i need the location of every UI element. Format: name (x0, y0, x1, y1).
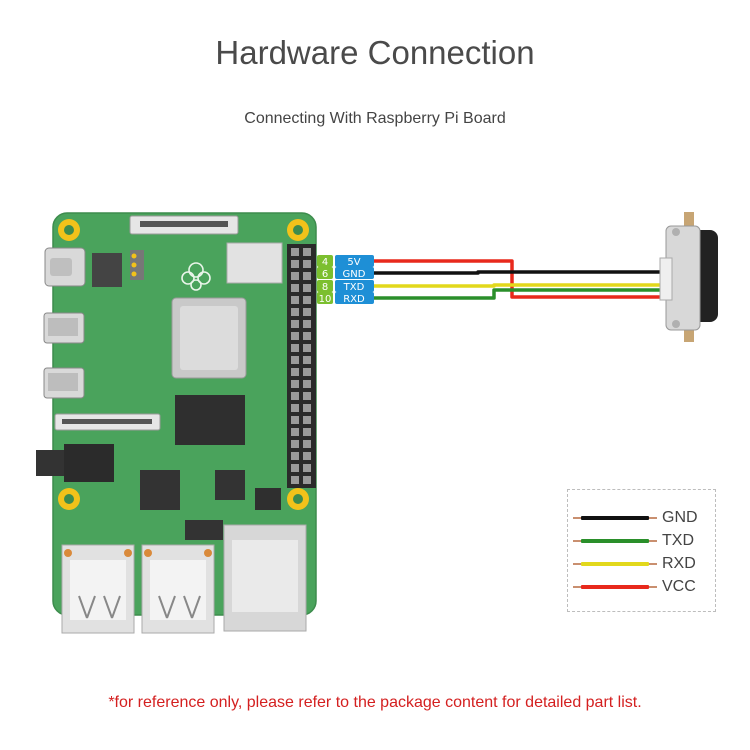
raspberry-pi-board (36, 212, 317, 634)
gpio-header (287, 244, 316, 488)
usb-ports (61, 524, 307, 634)
pin-signal: RXD (343, 294, 365, 305)
legend-swatch (573, 516, 657, 520)
legend-swatch (573, 585, 657, 589)
pin-label-txd: 8 TXD (317, 280, 374, 293)
pin-number: 8 (322, 282, 328, 293)
pin-number: 6 (322, 269, 328, 280)
wire-gnd (374, 270, 662, 275)
raspberry-logo-icon (181, 262, 211, 291)
footnote: *for reference only, please refer to the… (108, 694, 642, 711)
wire-txd (374, 283, 662, 288)
db9-connector (659, 212, 718, 342)
legend-swatch (573, 539, 657, 543)
legend-swatch (573, 562, 657, 566)
pin-number: 4 (322, 257, 328, 268)
ram-chip (175, 395, 245, 445)
pin-signal: 5V (347, 257, 360, 268)
pin-label-rxd: 10 RXD (317, 292, 374, 305)
legend-item-rxd: RXD (573, 553, 708, 575)
pin-signal: TXD (343, 282, 365, 293)
legend-label: GND (662, 509, 698, 526)
legend-label: VCC (662, 578, 696, 595)
wire-legend: GND TXD RXD VCC (567, 489, 716, 612)
legend-label: RXD (662, 555, 696, 572)
pin-number: 10 (319, 294, 332, 305)
pin-signal: GND (343, 269, 366, 280)
legend-item-vcc: VCC (573, 576, 708, 598)
page-subtitle: Connecting With Raspberry Pi Board (244, 110, 506, 127)
mounting-holes (58, 219, 309, 510)
pin-label-5v: 4 5V (317, 255, 374, 268)
audio-jack (36, 450, 68, 476)
wire-5v (374, 259, 662, 299)
legend-item-txd: TXD (573, 530, 708, 552)
wire-rxd (374, 288, 662, 300)
page-title: Hardware Connection (215, 34, 535, 71)
legend-item-gnd: GND (573, 507, 708, 529)
pin-labels: 4 5V 6 GND 8 TXD 10 RXD (317, 255, 374, 305)
pin-label-gnd: 6 GND (317, 267, 374, 280)
wires (374, 259, 662, 300)
legend-label: TXD (662, 532, 694, 549)
